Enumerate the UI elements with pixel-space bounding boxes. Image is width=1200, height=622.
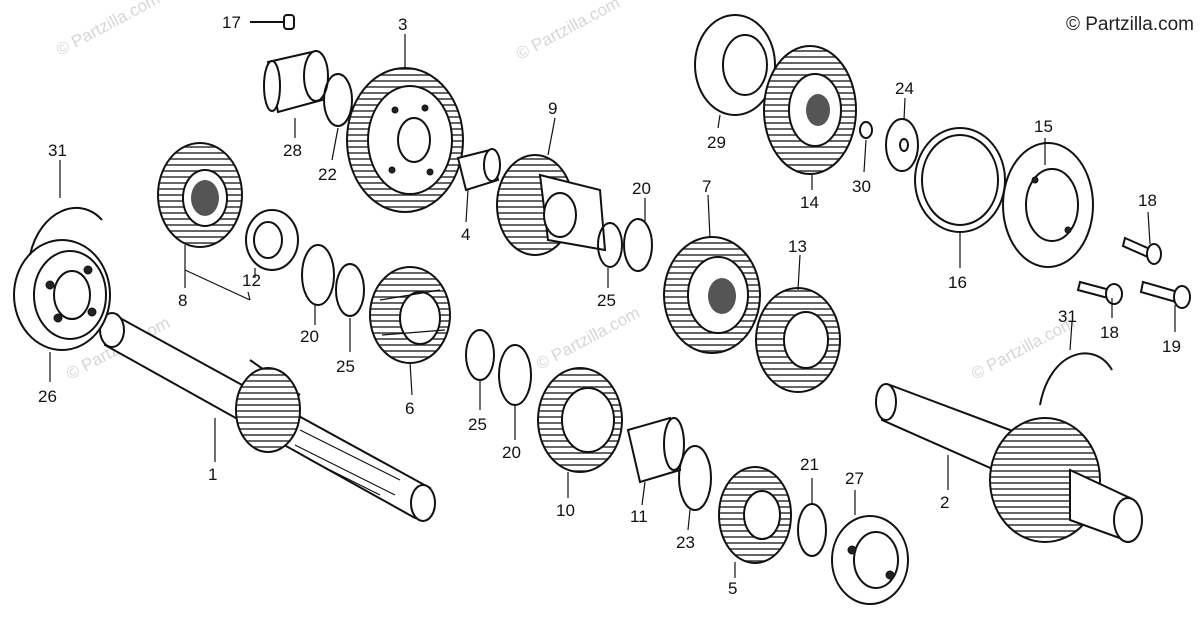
callout-9: 9 [548, 99, 557, 118]
copyright-text: © Partzilla.com [1065, 14, 1194, 35]
callout-20: 20 [502, 443, 521, 462]
callout-19: 19 [1162, 337, 1181, 356]
callout-28: 28 [283, 141, 302, 160]
part-13-gear [755, 287, 841, 393]
watermark: © Partzilla.com [533, 303, 643, 374]
watermark: © Partzilla.com [53, 0, 163, 60]
callout-22: 22 [318, 165, 337, 184]
leader-lines [49, 34, 1176, 578]
part-12-bushing [245, 209, 299, 271]
callout-7: 7 [702, 177, 711, 196]
part-28-needle-bearing [263, 50, 329, 114]
part-9-gear [496, 154, 607, 256]
part-7-gear [663, 236, 761, 354]
part-15-plate [1002, 142, 1094, 268]
callout-31: 31 [1058, 307, 1077, 326]
callout-29: 29 [707, 133, 726, 152]
callout-25: 25 [597, 291, 616, 310]
part-5-gear [718, 466, 792, 564]
part-17-pin [250, 14, 295, 30]
watermark: © Partzilla.com [513, 0, 623, 64]
part-19-bolt [1139, 280, 1191, 309]
part-22-washer [323, 73, 353, 127]
callout-20: 20 [300, 327, 319, 346]
callout-2: 2 [940, 493, 949, 512]
part-20-washer [623, 218, 653, 272]
callout-1: 1 [208, 465, 217, 484]
part-18-bolt [1076, 280, 1123, 305]
part-20-washer [301, 244, 335, 306]
part-30-washer [859, 121, 873, 139]
callout-10: 10 [556, 501, 575, 520]
part-31-circlip-right [1039, 352, 1113, 406]
part-14-sprocket [763, 45, 857, 175]
callouts: 1 2 3 4 5 6 7 8 9 10 11 12 13 14 15 16 1… [38, 13, 1181, 598]
callout-11: 11 [630, 507, 648, 526]
part-20-washer [498, 344, 532, 406]
part-4-bushing [456, 148, 501, 192]
callout-25: 25 [468, 415, 487, 434]
part-10-gear [537, 367, 623, 473]
callout-20: 20 [632, 179, 651, 198]
callout-14: 14 [800, 193, 819, 212]
callout-25: 25 [336, 357, 355, 376]
part-18-bolt [1121, 236, 1162, 265]
part-3-gear [346, 67, 464, 213]
part-1-mainshaft [99, 312, 436, 522]
callout-24: 24 [895, 79, 914, 98]
part-25-clip [597, 222, 623, 268]
callout-15: 15 [1034, 117, 1053, 136]
callout-3: 3 [398, 15, 407, 34]
part-24-plate [885, 118, 919, 172]
callout-5: 5 [728, 579, 737, 598]
callout-30: 30 [852, 177, 871, 196]
part-27-bearing [831, 515, 909, 605]
part-8-gear [157, 142, 243, 248]
callout-6: 6 [405, 399, 414, 418]
part-25-clip [335, 263, 365, 317]
part-6-gear [369, 266, 451, 364]
part-23-washer [678, 445, 712, 511]
part-11-bushing [626, 416, 685, 484]
part-29-oil-seal [694, 14, 776, 116]
callout-12: 12 [242, 271, 261, 290]
callout-26: 26 [38, 387, 57, 406]
callout-31: 31 [48, 141, 67, 160]
callout-8: 8 [178, 291, 187, 310]
part-2-countershaft [875, 383, 1143, 543]
part-16-ring [914, 127, 1006, 233]
part-31-circlip-left [29, 206, 103, 256]
callout-18: 18 [1100, 323, 1119, 342]
callout-27: 27 [845, 469, 864, 488]
callout-23: 23 [676, 533, 695, 552]
part-26-bearing [13, 239, 111, 351]
part-21-washer [797, 503, 827, 557]
part-25-clip [465, 329, 495, 381]
callout-17: 17 [222, 13, 241, 32]
callout-21: 21 [800, 455, 819, 474]
callout-13: 13 [788, 237, 807, 256]
callout-4: 4 [461, 225, 470, 244]
callout-16: 16 [948, 273, 967, 292]
callout-18: 18 [1138, 191, 1157, 210]
